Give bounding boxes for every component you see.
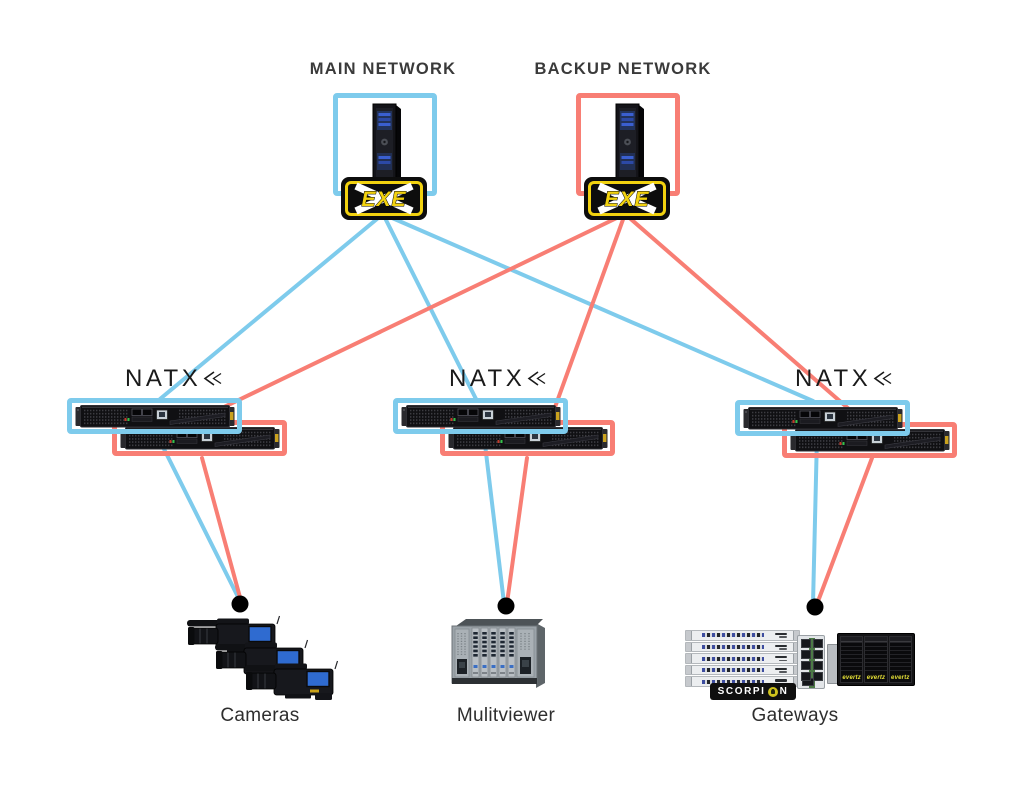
backup-exe-logo-text: EXE xyxy=(604,188,649,211)
backup-exe-logo: EXE xyxy=(584,177,670,220)
switch3-main-frame xyxy=(735,400,910,436)
scorpion-badge: SCORPI N xyxy=(710,683,796,700)
main-network-label: MAIN NETWORK xyxy=(309,60,457,78)
switch1-main-frame xyxy=(67,398,242,434)
multiviewer-junction-dot xyxy=(497,597,515,615)
cameras-image xyxy=(186,615,339,701)
cameras-junction-dot xyxy=(231,595,249,613)
scorpion-badge-left: SCORPI xyxy=(717,686,766,697)
backup-network-label: BACKUP NETWORK xyxy=(534,60,712,78)
evertz-brand-label: evertz xyxy=(865,674,887,682)
multiviewer-image xyxy=(451,619,545,688)
main-exe-logo: EXE xyxy=(341,177,427,220)
scorpion-rack-stack xyxy=(685,630,800,688)
gateways-image-group: SCORPI N evertz evertz evertz xyxy=(683,628,923,708)
evertz-gateway-frame: evertz evertz evertz xyxy=(837,633,915,686)
rj45-gateway-module xyxy=(797,635,825,689)
switch2-main-device xyxy=(400,404,561,428)
evertz-module: evertz xyxy=(888,636,912,683)
cameras-label: Cameras xyxy=(220,705,300,726)
gateways-label: Gateways xyxy=(751,705,839,726)
scorpion-rack-unit xyxy=(685,664,800,676)
main-network-links xyxy=(156,212,819,606)
switch1-main-device xyxy=(74,404,235,428)
evertz-brand-label: evertz xyxy=(889,674,911,682)
main-exe-logo-text: EXE xyxy=(361,188,406,211)
natx-logo-3: NATX xyxy=(795,365,892,392)
multiviewer-label: Mulitviewer xyxy=(456,705,556,726)
backup-network-links xyxy=(193,212,874,606)
junction-dots xyxy=(231,595,824,616)
evertz-brand-label: evertz xyxy=(841,674,863,682)
scorpion-rack-unit xyxy=(685,653,800,664)
natx-logo-1-text: NATX xyxy=(125,365,201,392)
natx-logo-3-text: NATX xyxy=(795,365,871,392)
evertz-module: evertz xyxy=(864,636,888,683)
gateways-junction-dot xyxy=(806,598,824,616)
natx-logo-2-text: NATX xyxy=(449,365,525,392)
natx-logo-2: NATX xyxy=(449,365,546,392)
scorpion-o-icon xyxy=(767,686,778,697)
scorpion-rack-unit xyxy=(685,630,800,641)
evertz-module: evertz xyxy=(840,636,864,683)
switch2-main-frame xyxy=(393,398,568,434)
natx-logo-1: NATX xyxy=(125,365,222,392)
switch3-main-device xyxy=(742,406,903,430)
scorpion-rack-unit xyxy=(685,641,800,653)
scorpion-badge-right: N xyxy=(779,686,789,697)
